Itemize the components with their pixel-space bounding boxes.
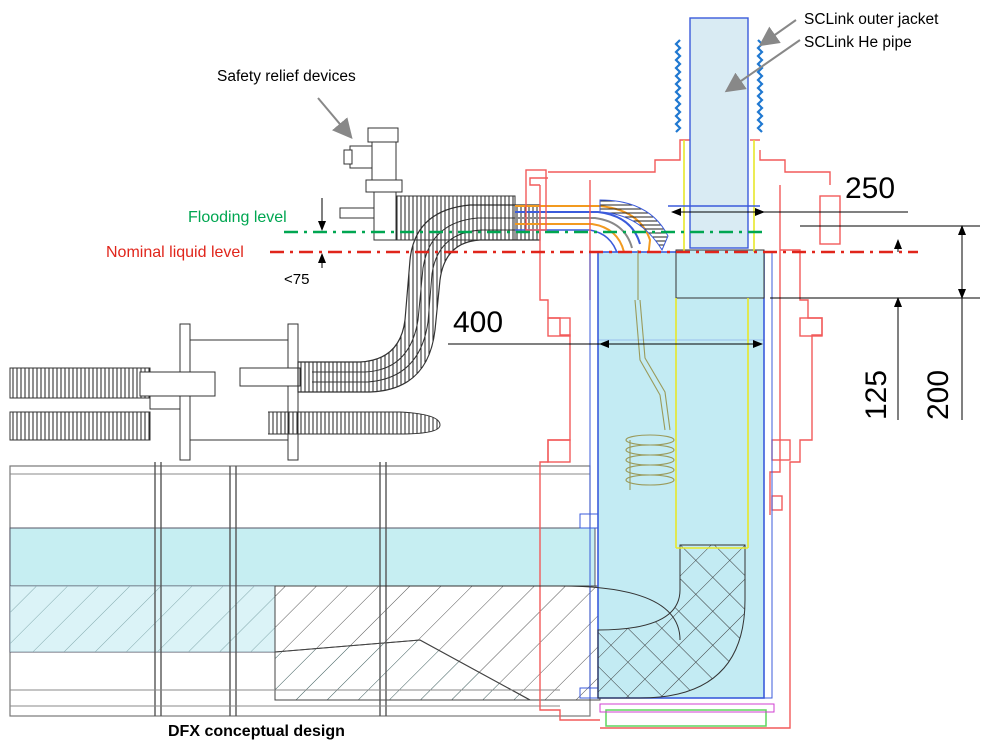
sclink-jacket-bellows — [674, 39, 764, 133]
he-pipe-label: SCLink He pipe — [804, 34, 912, 51]
flexible-transfer-line — [9, 127, 541, 461]
nominal-label: Nominal liquid level — [106, 244, 244, 261]
dim-200: 200 — [922, 370, 955, 420]
caption: DFX conceptual design — [168, 723, 345, 740]
dim-400: 400 — [453, 306, 503, 339]
dimension-lines — [318, 198, 980, 420]
dim-125: 125 — [860, 370, 893, 420]
safety-label: Safety relief devices — [217, 68, 356, 85]
flooding-label: Flooding level — [188, 209, 287, 226]
jacket-arrow — [758, 19, 797, 47]
horizontal-line-body — [9, 462, 601, 717]
lt75-label: <75 — [284, 271, 309, 288]
he-pipe-arrow — [724, 39, 801, 93]
dim-250: 250 — [845, 172, 895, 205]
jacket-label: SCLink outer jacket — [804, 11, 939, 28]
safety-arrow — [317, 97, 353, 140]
vacuum-vessel — [525, 139, 841, 729]
